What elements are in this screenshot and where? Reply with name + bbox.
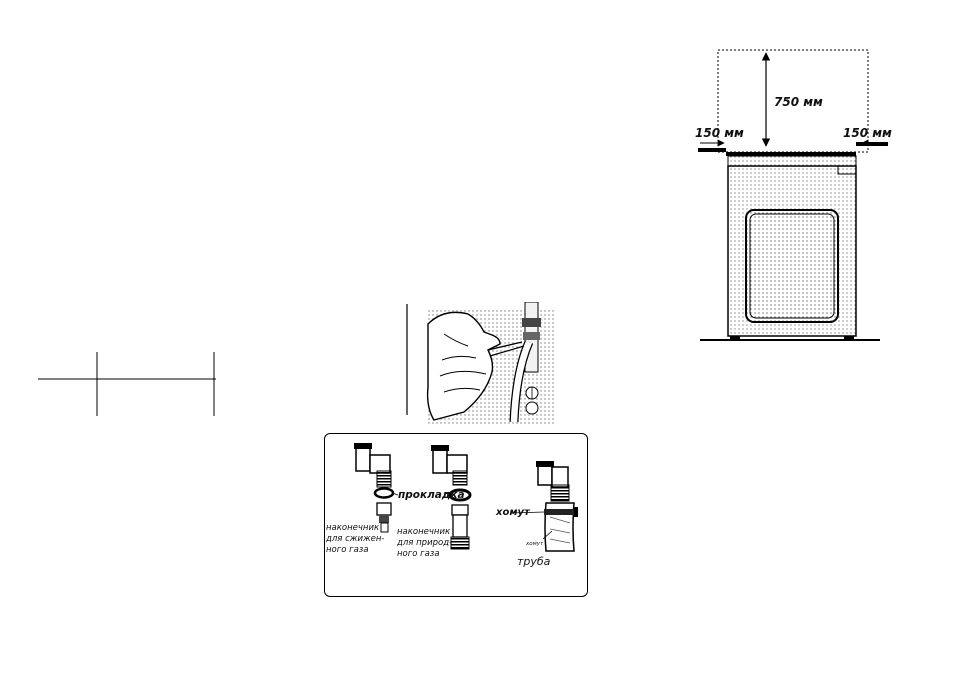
pipe-label: труба (517, 556, 550, 567)
hand-hose-illustration (404, 302, 556, 424)
height-dimension-label: 750 мм (774, 96, 823, 108)
lpg-tip-label-line-3: ного газа (326, 545, 385, 556)
natural-gas-tip (451, 505, 469, 549)
cooker (726, 152, 856, 340)
table-fragment (36, 350, 221, 420)
cabinet-installation-diagram (690, 44, 890, 346)
elbow-fitting-1 (354, 443, 391, 487)
gasket-1 (375, 489, 393, 498)
natural-gas-tip-label-line-1: наконечник (397, 527, 452, 538)
natural-gas-tip-label-line-2: для природ- (397, 538, 452, 549)
hose-with-clamp (544, 503, 578, 551)
clamp-small-label: хомут (526, 542, 543, 548)
elbow-fitting-2 (431, 445, 467, 485)
clamp-label: хомут (496, 508, 530, 518)
lpg-tip-label-line-1: наконечник (326, 523, 385, 534)
left-worktop (698, 148, 726, 152)
elbow-fitting-3 (536, 461, 569, 501)
left-gap-label: 150 мм (695, 127, 744, 139)
lpg-tip-label: наконечник для сжижен- ного газа (326, 523, 385, 556)
natural-gas-tip-label-line-3: ного газа (397, 549, 452, 560)
gasket-label: прокладка (398, 490, 465, 501)
fittings-drawings (324, 433, 588, 597)
right-gap-label: 150 мм (843, 127, 892, 139)
natural-gas-tip-label: наконечник для природ- ного газа (397, 527, 452, 560)
lpg-tip-label-line-2: для сжижен- (326, 534, 385, 545)
